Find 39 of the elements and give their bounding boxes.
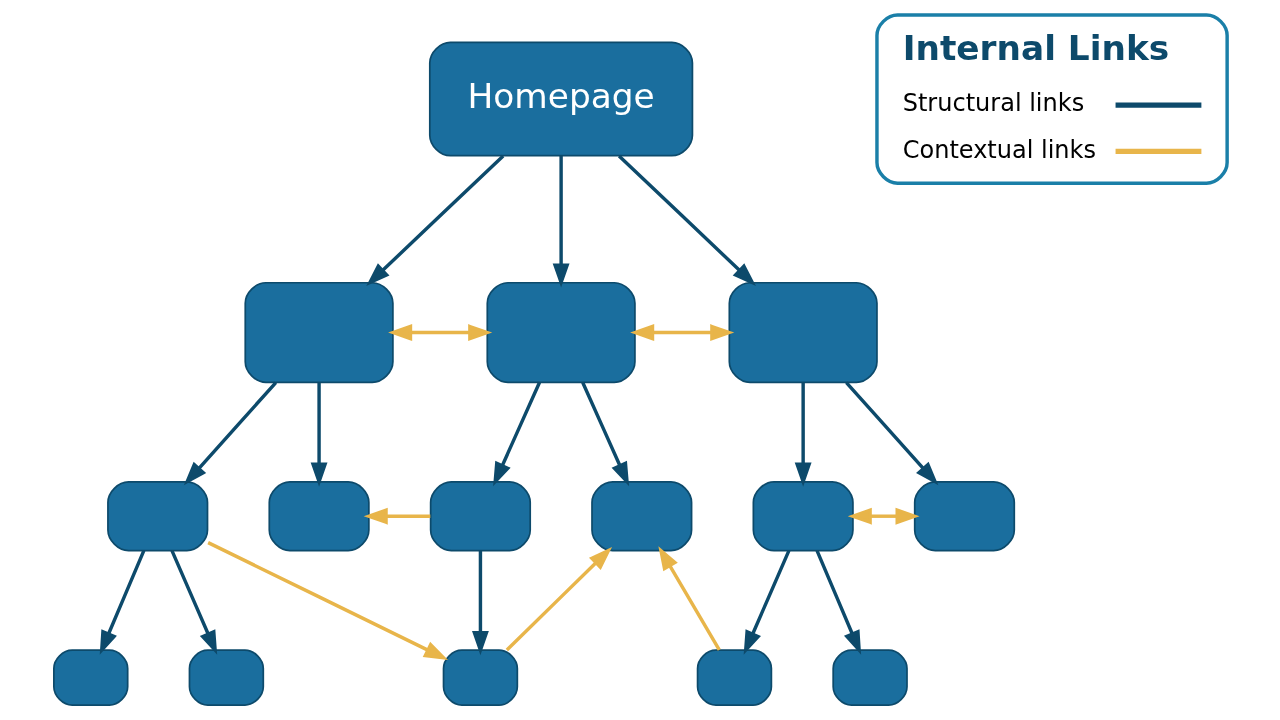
arrow: [206, 541, 448, 661]
node-box: [485, 281, 636, 384]
arrow: [492, 381, 541, 487]
node-box: [831, 649, 908, 706]
node-box: [727, 281, 878, 384]
arrow: [629, 324, 734, 341]
arrow: [844, 381, 938, 486]
arrow: [183, 381, 277, 486]
arrow: [580, 381, 629, 487]
arrow: [365, 154, 504, 286]
node-box: [106, 481, 208, 552]
node-box: [52, 649, 129, 706]
arrow: [505, 547, 612, 652]
arrow: [657, 546, 721, 651]
node-box: [442, 649, 518, 706]
arrow: [310, 382, 327, 487]
node-box: [590, 481, 692, 552]
arrow: [617, 154, 756, 286]
arrow: [847, 507, 920, 525]
arrow: [743, 549, 790, 655]
node-box: [913, 481, 1015, 552]
arrow: [99, 549, 145, 655]
arrow: [169, 549, 217, 655]
legend-label: Structural links: [902, 89, 1084, 118]
node-box: [267, 481, 370, 552]
arrow: [363, 507, 430, 525]
node-box: [696, 649, 772, 706]
node-box: [429, 481, 531, 552]
label: Internal Links: [902, 27, 1169, 68]
arrow: [552, 155, 570, 288]
node-box: Homepage: [428, 41, 693, 157]
arrow: [387, 324, 492, 341]
arrow: [794, 382, 812, 487]
arrow: [814, 549, 861, 655]
arrow: [471, 550, 489, 656]
node-box: [243, 281, 394, 384]
legend-label: Contextual links: [902, 135, 1096, 164]
node-box: [188, 649, 264, 706]
node-box: [752, 481, 854, 552]
